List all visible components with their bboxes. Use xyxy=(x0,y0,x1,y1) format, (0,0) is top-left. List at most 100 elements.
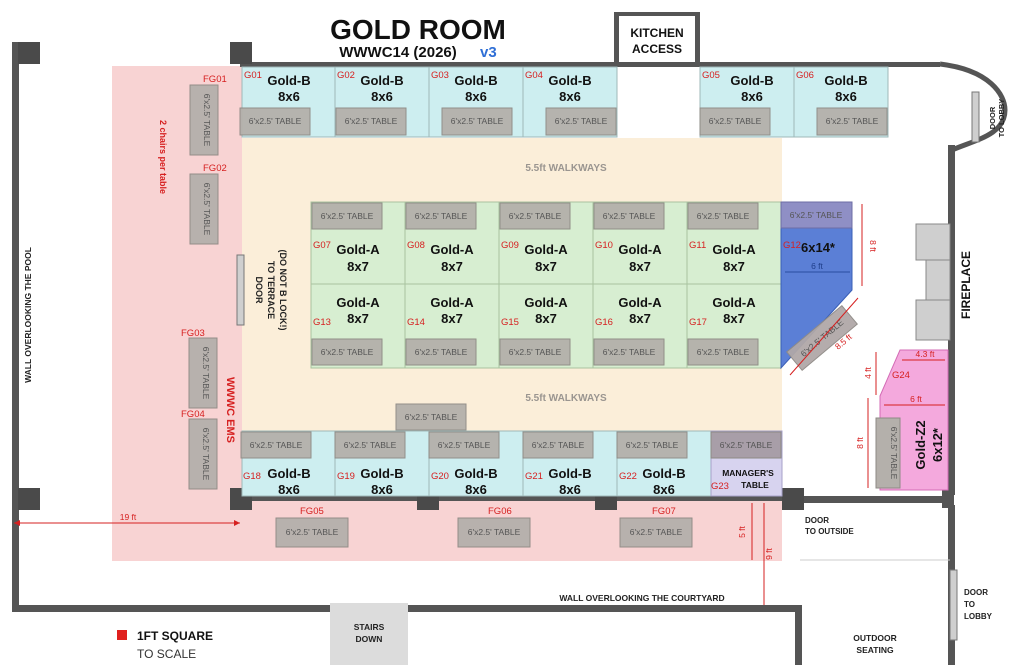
table[interactable] xyxy=(619,517,693,548)
booth-id: G14 xyxy=(407,317,425,328)
table[interactable] xyxy=(428,431,500,459)
table-label: 6'x2.5' TABLE xyxy=(344,440,397,450)
table[interactable] xyxy=(710,431,782,459)
lobby-door-top-label: DOOR xyxy=(988,106,997,129)
fg-id: FG06 xyxy=(488,506,512,517)
table[interactable] xyxy=(395,403,467,431)
table[interactable] xyxy=(188,418,218,490)
table-label: 6'x2.5' TABLE xyxy=(826,116,879,126)
booth-name: Gold-B xyxy=(548,73,591,88)
booth-name: Gold-A xyxy=(524,242,568,257)
bottom-booth-text: G18 Gold-B 8x6 G19 Gold-B 8x6 G20 Gold-B… xyxy=(243,466,774,497)
table[interactable] xyxy=(405,202,477,230)
booth-id: G24 xyxy=(892,370,910,381)
table[interactable] xyxy=(311,202,383,230)
lobby-door-bottom-label: DOOR xyxy=(964,588,988,597)
booth-name: Gold-B xyxy=(730,73,773,88)
booth-name: Gold-B xyxy=(267,73,310,88)
table-label: 6'x2.5' TABLE xyxy=(249,116,302,126)
top-booth-text: G01 Gold-B 8x6 G02 Gold-B 8x6 G03 Gold-B… xyxy=(244,70,868,104)
table[interactable] xyxy=(699,107,771,136)
booth-size: 8x6 xyxy=(653,482,675,497)
table-label: 6'x2.5' TABLE xyxy=(405,412,458,422)
table[interactable] xyxy=(616,431,688,459)
booth-size: 8x7 xyxy=(441,259,463,274)
fg-id: FG07 xyxy=(652,506,676,517)
table[interactable] xyxy=(188,337,218,409)
booth-id: G04 xyxy=(525,70,543,81)
table[interactable] xyxy=(457,517,531,548)
dim-label: 4.3 ft xyxy=(916,349,936,359)
table-label: 6'x2.5' TABLE xyxy=(697,347,750,357)
booth-name: Gold-A xyxy=(618,242,662,257)
table[interactable] xyxy=(875,417,901,489)
table[interactable] xyxy=(780,201,853,229)
booth-size: 8x7 xyxy=(535,259,557,274)
table[interactable] xyxy=(593,338,665,366)
booth-id: G13 xyxy=(313,317,331,328)
table-label: 6'x2.5' TABLE xyxy=(555,116,608,126)
booth-name: Gold-B xyxy=(642,466,685,481)
fireplace-label: FIREPLACE xyxy=(959,251,973,319)
table[interactable] xyxy=(687,202,759,230)
ems-label: WWWC EMS xyxy=(224,377,236,443)
table-label: 6'x2.5' TABLE xyxy=(709,116,762,126)
table[interactable] xyxy=(545,107,617,136)
kitchen-access-label: ACCESS xyxy=(632,42,682,56)
table[interactable] xyxy=(240,431,312,459)
chairs-note: 2 chairs per table xyxy=(158,120,168,194)
bottom-booth-row xyxy=(241,430,783,497)
booth-name: Gold-A xyxy=(618,295,662,310)
booth-id: G09 xyxy=(501,240,519,251)
booth-size: 8x7 xyxy=(629,311,651,326)
booth-size: 8x6 xyxy=(835,89,857,104)
table-label: 6'x2.5' TABLE xyxy=(438,440,491,450)
table[interactable] xyxy=(334,431,406,459)
booth-size: 8x6 xyxy=(741,89,763,104)
bottom-row-tables: 6'x2.5' TABLE 6'x2.5' TABLE 6'x2.5' TABL… xyxy=(240,431,782,459)
table-label: 6'x2.5' TABLE xyxy=(889,427,899,480)
pool-wall xyxy=(12,42,19,612)
table[interactable] xyxy=(786,304,858,372)
booth-name: Gold-B xyxy=(454,73,497,88)
table[interactable] xyxy=(275,517,349,548)
walkway-label-top: 5.5ft WALKWAYS xyxy=(525,163,607,174)
booth-id: G08 xyxy=(407,240,425,251)
table[interactable] xyxy=(239,107,311,136)
fg-id: FG02 xyxy=(203,163,227,174)
table-label: 6'x2.5' TABLE xyxy=(415,211,468,221)
terrace-door xyxy=(236,254,245,326)
booth-size: 8x7 xyxy=(723,311,745,326)
table[interactable] xyxy=(687,338,759,366)
table[interactable] xyxy=(405,338,477,366)
booth-id: G05 xyxy=(702,70,720,81)
table[interactable] xyxy=(499,202,571,230)
table[interactable] xyxy=(189,173,219,245)
table[interactable] xyxy=(189,84,219,156)
lobby-door-bottom-label: TO xyxy=(964,600,975,609)
table[interactable] xyxy=(816,107,888,136)
booth-size: 8x7 xyxy=(347,259,369,274)
lobby-door-bottom-label: LOBBY xyxy=(964,612,993,621)
table-label: 6'x2.5' TABLE xyxy=(202,94,212,147)
table[interactable] xyxy=(335,107,407,136)
booth-name: Gold-B xyxy=(360,466,403,481)
table-label: 6'x2.5' TABLE xyxy=(630,527,683,537)
table[interactable] xyxy=(441,107,513,136)
managers-label: MANAGER'S xyxy=(722,468,774,478)
table-label: 6'x2.5' TABLE xyxy=(603,347,656,357)
legend-square xyxy=(117,630,127,640)
table[interactable] xyxy=(311,338,383,366)
table[interactable] xyxy=(499,338,571,366)
table[interactable] xyxy=(593,202,665,230)
booth-id: G03 xyxy=(431,70,449,81)
booth-size: 8x6 xyxy=(465,482,487,497)
booth-size: 8x6 xyxy=(278,482,300,497)
booth-id: G21 xyxy=(525,471,543,482)
booth-name: Gold-A xyxy=(712,242,756,257)
terrace-door-label: (DO NOT B LOCK!) xyxy=(278,250,288,331)
table[interactable] xyxy=(522,431,594,459)
booth-name: Gold-A xyxy=(336,295,380,310)
walkway-label-bottom: 5.5ft WALKWAYS xyxy=(525,393,607,404)
booth-name: Gold-B xyxy=(360,73,403,88)
